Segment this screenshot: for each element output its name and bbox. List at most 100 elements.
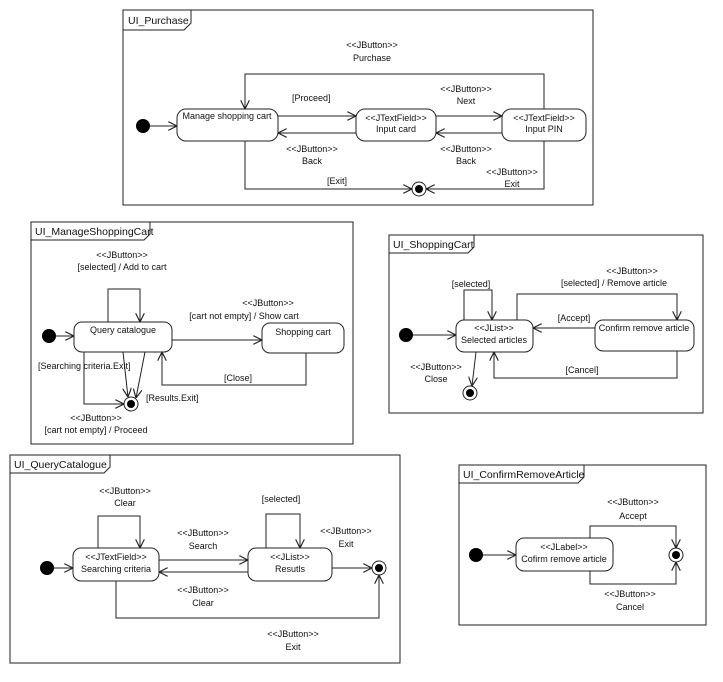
state-manage-shopping-cart — [176, 108, 279, 142]
edge-label-stereotype: <<JButton>> — [346, 40, 398, 50]
edge-searching-criteria-exit — [83, 352, 124, 404]
edge-label: Back — [302, 156, 323, 166]
edge-label: [selected] / Remove article — [561, 278, 667, 288]
state-confirm-remove-article — [594, 319, 695, 352]
edge-label-stereotype: <<JButton>> — [99, 486, 151, 496]
confirm-remove-final-node — [668, 547, 684, 563]
edge-label: Clear — [114, 498, 136, 508]
edge-label: [selected] — [262, 494, 301, 504]
edge-label: [cart not empty] / Proceed — [44, 425, 147, 435]
edge-remove-article — [516, 293, 677, 320]
edge-label: Search — [189, 541, 218, 551]
state-label: Searching criteria — [81, 564, 151, 574]
edge-exit-pin — [426, 141, 545, 189]
edge-label-stereotype: <<JButton>> — [267, 629, 319, 639]
edge-label: [Searching criteria.Exit] — [38, 361, 131, 371]
purchase-title: UI_Purchase — [128, 15, 189, 27]
edge-label-stereotype: <<JButton>> — [607, 497, 659, 507]
state-label: Shopping cart — [275, 327, 331, 337]
edge-label: [Exit] — [327, 176, 347, 186]
shopping-cart-final-node — [462, 385, 478, 401]
shopping-cart-diagram: UI_ShoppingCart <<JList>> Selected artic… — [388, 234, 704, 414]
edge-selected-loop — [463, 289, 492, 320]
edge-label-stereotype: <<JButton>> — [320, 526, 372, 536]
query-catalogue-title: UI_QueryCatalogue — [14, 459, 107, 471]
shopping-cart-initial-node — [399, 328, 413, 342]
edge-label: Cancel — [616, 602, 644, 612]
edge-label-stereotype: <<JButton>> — [96, 250, 148, 260]
edge-label: Close — [424, 374, 447, 384]
state-stereotype: <<JTextField>> — [85, 552, 147, 562]
query-catalogue-initial-node — [40, 561, 54, 575]
manage-cart-title: UI_ManageShoppingCart — [35, 226, 154, 238]
edge-label-stereotype: <<JButton>> — [286, 144, 338, 154]
edge-results-exit — [136, 351, 146, 398]
edge-add-to-cart — [107, 288, 140, 322]
edge-label: Clear — [192, 598, 214, 608]
state-label: Cofirm remove article — [521, 554, 607, 564]
edge-label-stereotype: <<JButton>> — [410, 362, 462, 372]
manage-cart-frame — [30, 221, 354, 445]
edge-label: [Results.Exit] — [146, 393, 199, 403]
edge-label: [Close] — [224, 373, 252, 383]
state-label: Confirm remove article — [599, 323, 690, 333]
purchase-initial-node — [136, 119, 150, 133]
edge-label: [Accept] — [558, 313, 591, 323]
edge-label-stereotype: <<JButton>> — [177, 585, 229, 595]
edge-proceed — [122, 351, 128, 397]
edge-close — [472, 351, 476, 386]
edge-selected-loop — [265, 513, 300, 548]
query-catalogue-frame — [9, 454, 401, 664]
edge-cancel — [589, 562, 676, 585]
edge-label-stereotype: <<JButton>> — [604, 589, 656, 599]
state-confirm-label — [515, 537, 614, 572]
edge-label: Accept — [619, 511, 647, 521]
state-stereotype: <<JTextField>> — [513, 113, 575, 123]
edge-label: Exit — [285, 642, 301, 652]
state-input-card — [355, 108, 437, 142]
edge-label: Next — [457, 96, 476, 106]
purchase-tab — [122, 9, 192, 31]
purchase-final-node — [411, 181, 427, 197]
edge-label-stereotype: <<JButton>> — [486, 167, 538, 177]
state-label: Query catalogue — [90, 325, 156, 335]
manage-cart-final-node — [123, 396, 139, 412]
query-catalogue-diagram: UI_QueryCatalogue <<JTextField>> Searchi… — [9, 454, 401, 664]
purchase-diagram: UI_Purchase Manage shopping cart <<JText… — [122, 9, 594, 206]
state-shopping-cart — [261, 322, 345, 354]
state-label: Input card — [376, 124, 416, 134]
shopping-cart-tab — [388, 234, 475, 254]
confirm-remove-tab — [458, 464, 585, 484]
edge-exit-criteria — [115, 575, 379, 619]
edge-label-stereotype: <<JButton>> — [440, 144, 492, 154]
edge-label-stereotype: <<JButton>> — [242, 298, 294, 308]
state-stereotype: <<JList>> — [474, 323, 514, 333]
edge-label-stereotype: <<JButton>> — [70, 413, 122, 423]
confirm-remove-initial-node — [469, 548, 483, 562]
query-catalogue-final-node — [371, 560, 387, 576]
state-label: Resutls — [275, 564, 306, 574]
shopping-cart-title: UI_ShoppingCart — [393, 239, 474, 251]
state-stereotype: <<JTextField>> — [365, 113, 427, 123]
edge-label-stereotype: <<JButton>> — [440, 84, 492, 94]
edge-label: [Proceed] — [292, 93, 331, 103]
edge-label-stereotype: <<JButton>> — [177, 528, 229, 538]
edge-label: Exit — [504, 179, 520, 189]
manage-cart-tab — [30, 221, 151, 241]
purchase-frame — [122, 9, 594, 206]
query-catalogue-tab — [9, 454, 111, 474]
edge-label: Back — [456, 156, 477, 166]
edge-cancel — [494, 351, 678, 379]
edge-purchase — [245, 73, 545, 109]
manage-cart-initial-node — [42, 329, 56, 343]
confirm-remove-title: UI_ConfirmRemoveArticle — [463, 469, 585, 481]
edge-label: [selected] / Add to cart — [77, 262, 167, 272]
edge-label-stereotype: <<JButton>> — [606, 266, 658, 276]
confirm-remove-diagram: UI_ConfirmRemoveArticle <<JLabel>> Cofir… — [458, 464, 707, 626]
state-label: Input PIN — [525, 124, 563, 134]
shopping-cart-frame — [388, 234, 704, 414]
edge-exit-manage — [244, 141, 412, 189]
edge-close — [162, 352, 307, 386]
state-label: Selected articles — [461, 335, 528, 345]
